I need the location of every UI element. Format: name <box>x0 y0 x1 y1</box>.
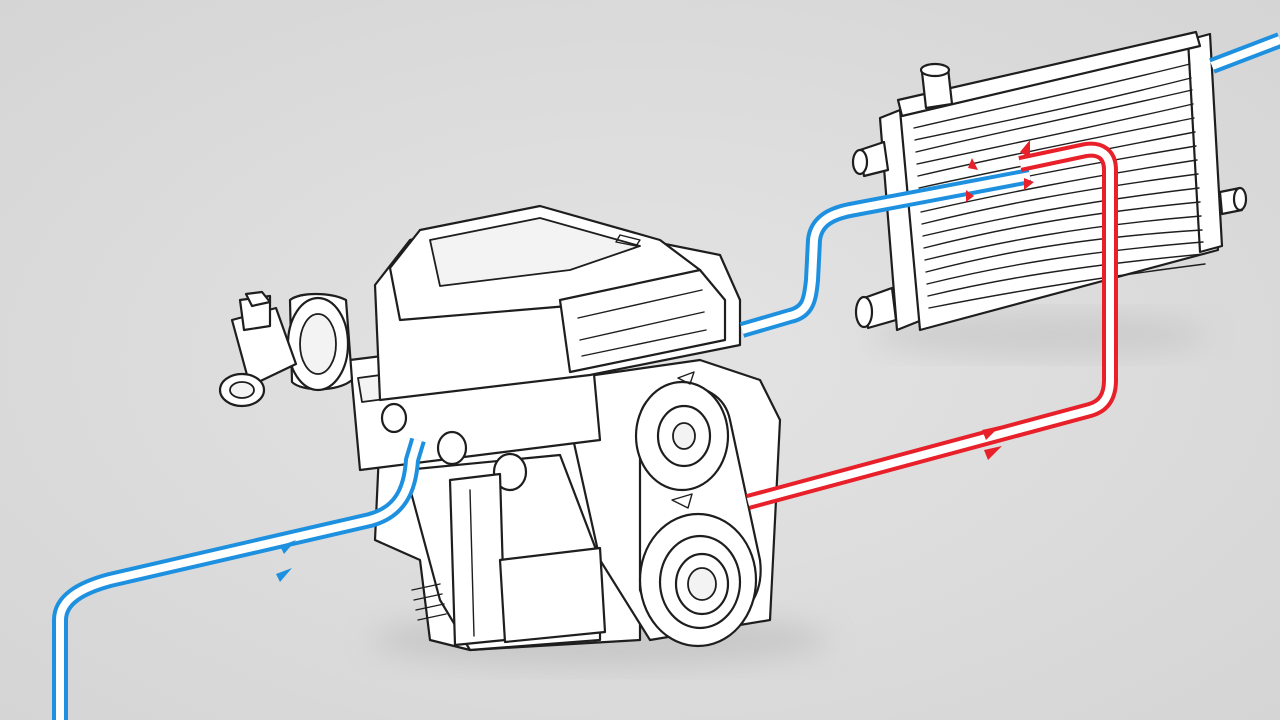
thermostat-housing <box>218 290 354 408</box>
flow-arrow <box>984 446 1002 460</box>
flow-arrow <box>276 568 292 582</box>
manifold-port <box>380 402 408 434</box>
cold-coolant-line-radiator <box>739 168 1032 338</box>
radiator <box>851 30 1248 332</box>
cold-coolant-line-inlet <box>52 437 426 720</box>
cold-coolant-line-outlet <box>1209 32 1280 74</box>
flow-arrow <box>1020 140 1030 158</box>
junction-mark <box>966 190 974 202</box>
manifold-port <box>436 430 468 466</box>
block-fins <box>411 583 447 621</box>
junction-mark <box>968 158 978 170</box>
radiator-shadow <box>870 313 1210 357</box>
radiator-fins <box>913 63 1206 309</box>
junction-mark <box>1024 178 1034 190</box>
pulley-assembly <box>634 371 762 648</box>
manifold-port <box>492 452 528 492</box>
flow-arrow <box>982 426 1000 440</box>
flow-arrow <box>280 540 296 554</box>
hot-coolant-line <box>745 141 1118 510</box>
